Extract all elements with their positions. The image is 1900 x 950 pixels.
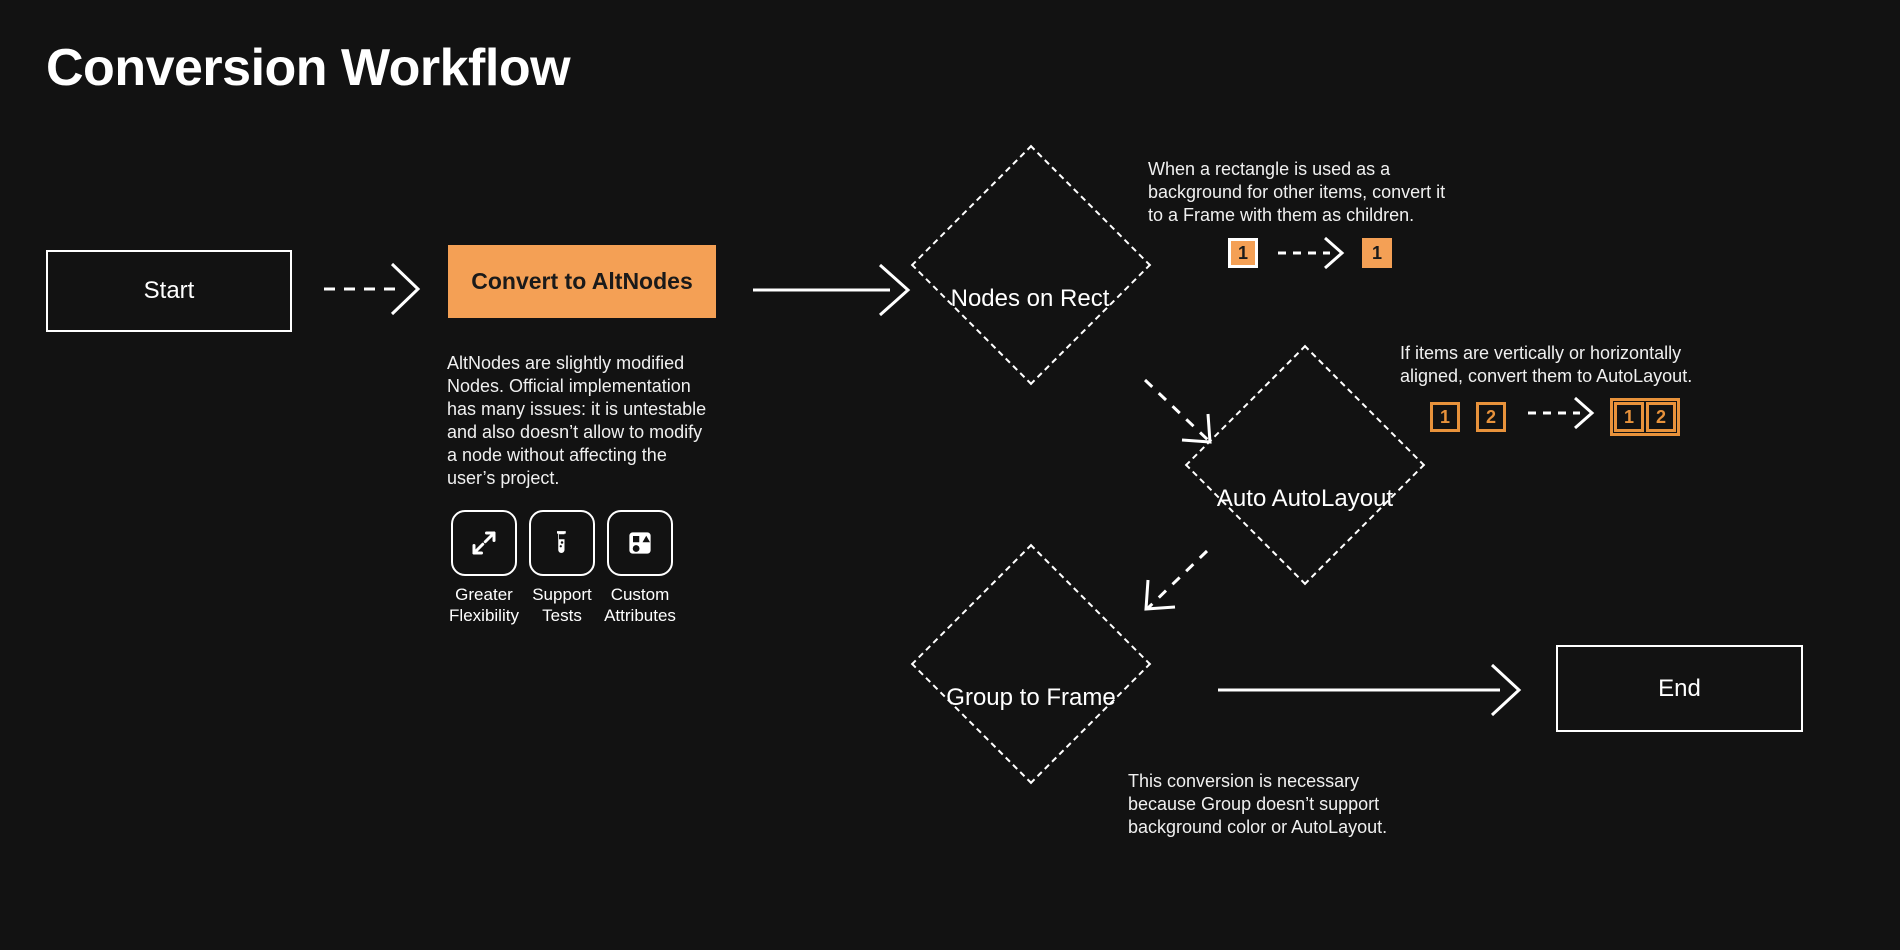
convert-to-altnodes-label: Convert to AltNodes <box>471 268 693 294</box>
badge-after: 1 <box>1362 238 1392 268</box>
nodes-on-rect-note: When a rectangle is used as a background… <box>1148 159 1446 226</box>
connector-auto-autolayout-to-group-to-frame <box>1144 549 1209 611</box>
feature-chip <box>451 510 517 576</box>
feature-label: Custom Attributes <box>604 585 676 625</box>
start-node[interactable]: Start <box>46 250 292 332</box>
page-title: Conversion Workflow <box>46 39 571 97</box>
group-to-frame-label: Group to Frame <box>946 684 1116 711</box>
connector-group-to-frame-to-end <box>1218 663 1522 717</box>
convert-to-altnodes-node[interactable]: Convert to AltNodes <box>448 245 716 318</box>
badge-before: 1 <box>1228 238 1258 268</box>
feature-chip <box>529 510 595 576</box>
feature-label: Support Tests <box>532 585 592 625</box>
auto-autolayout-node[interactable] <box>1184 344 1426 586</box>
auto-autolayout-label: Auto AutoLayout <box>1216 485 1394 512</box>
group-to-frame-note: This conversion is necessary because Gro… <box>1128 771 1388 838</box>
connector-nodes-on-rect-to-auto-autolayout <box>1143 378 1212 444</box>
feature-custom-attributes[interactable]: Custom Attributes <box>604 510 676 626</box>
badge-before-1: 1 <box>1430 402 1460 432</box>
custom-attributes-icon <box>629 532 651 554</box>
expand-arrows-icon <box>472 531 496 555</box>
feature-chip <box>607 510 673 576</box>
badge-after-group: 1 2 <box>1610 398 1680 436</box>
end-node[interactable]: End <box>1556 645 1803 732</box>
feature-greater-flexibility[interactable]: Greater Flexibility <box>449 510 519 626</box>
nodes-on-rect-label: Nodes on Rect <box>950 285 1110 312</box>
badge-after-1: 1 <box>1614 402 1644 432</box>
nodes-on-rect-badges: 1 1 <box>1228 238 1392 268</box>
test-tube-icon <box>557 531 566 553</box>
badge-after-2: 2 <box>1646 402 1676 432</box>
start-node-label: Start <box>143 277 195 304</box>
auto-autolayout-badges: 1 2 1 2 <box>1430 398 1680 436</box>
feature-support-tests[interactable]: Support Tests <box>529 510 595 626</box>
altnodes-note: AltNodes are slightly modified Nodes. Of… <box>447 353 707 489</box>
end-node-label: End <box>1658 674 1701 702</box>
badge-before-2: 2 <box>1476 402 1506 432</box>
auto-autolayout-note: If items are vertically or horizontally … <box>1400 343 1693 387</box>
group-to-frame-node[interactable] <box>910 543 1152 785</box>
connector-start-to-convert <box>324 262 421 316</box>
nodes-on-rect-node[interactable] <box>910 144 1152 386</box>
connector-convert-to-nodes-on-rect <box>753 263 911 317</box>
feature-list: Greater Flexibility Support Tests <box>449 510 676 626</box>
feature-label: Greater Flexibility <box>449 585 519 625</box>
